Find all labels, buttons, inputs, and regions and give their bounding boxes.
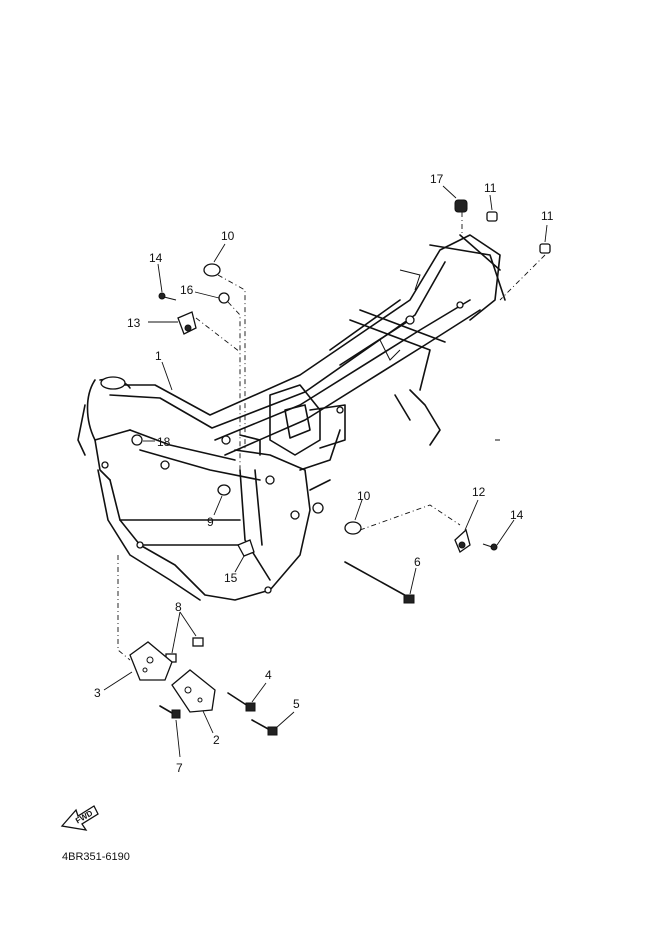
callout-13: 13 — [127, 316, 141, 330]
callout-12: 12 — [472, 485, 486, 499]
callout-18: 18 — [157, 435, 171, 449]
callout-1: 1 — [155, 349, 162, 363]
callout-17: 17 — [430, 172, 444, 186]
callout-10-a: 10 — [221, 229, 235, 243]
callout-4: 4 — [265, 668, 272, 682]
callout-8: 8 — [175, 600, 182, 614]
callout-2: 2 — [213, 733, 220, 747]
callout-11-a: 11 — [484, 181, 497, 195]
callouts: 17 11 11 10 14 16 13 1 18 9 10 15 12 14 … — [94, 172, 554, 775]
callout-7: 7 — [176, 761, 183, 775]
callout-6: 6 — [414, 555, 421, 569]
forward-direction-icon: FWD — [60, 805, 99, 831]
callout-10-b: 10 — [357, 489, 371, 503]
frame-assembly — [77, 234, 506, 601]
callout-14-b: 14 — [510, 508, 524, 522]
callout-5: 5 — [293, 697, 300, 711]
callout-16: 16 — [180, 283, 194, 297]
callout-15: 15 — [224, 571, 238, 585]
callout-14-a: 14 — [149, 251, 163, 265]
callout-9: 9 — [207, 515, 214, 529]
leader-lines — [103, 185, 548, 758]
callout-3: 3 — [94, 686, 101, 700]
assembly-lines — [117, 212, 546, 661]
diagram-code: 4BR351-6190 — [62, 851, 130, 863]
callout-11-b: 11 — [541, 209, 554, 223]
loose-parts — [129, 199, 551, 736]
